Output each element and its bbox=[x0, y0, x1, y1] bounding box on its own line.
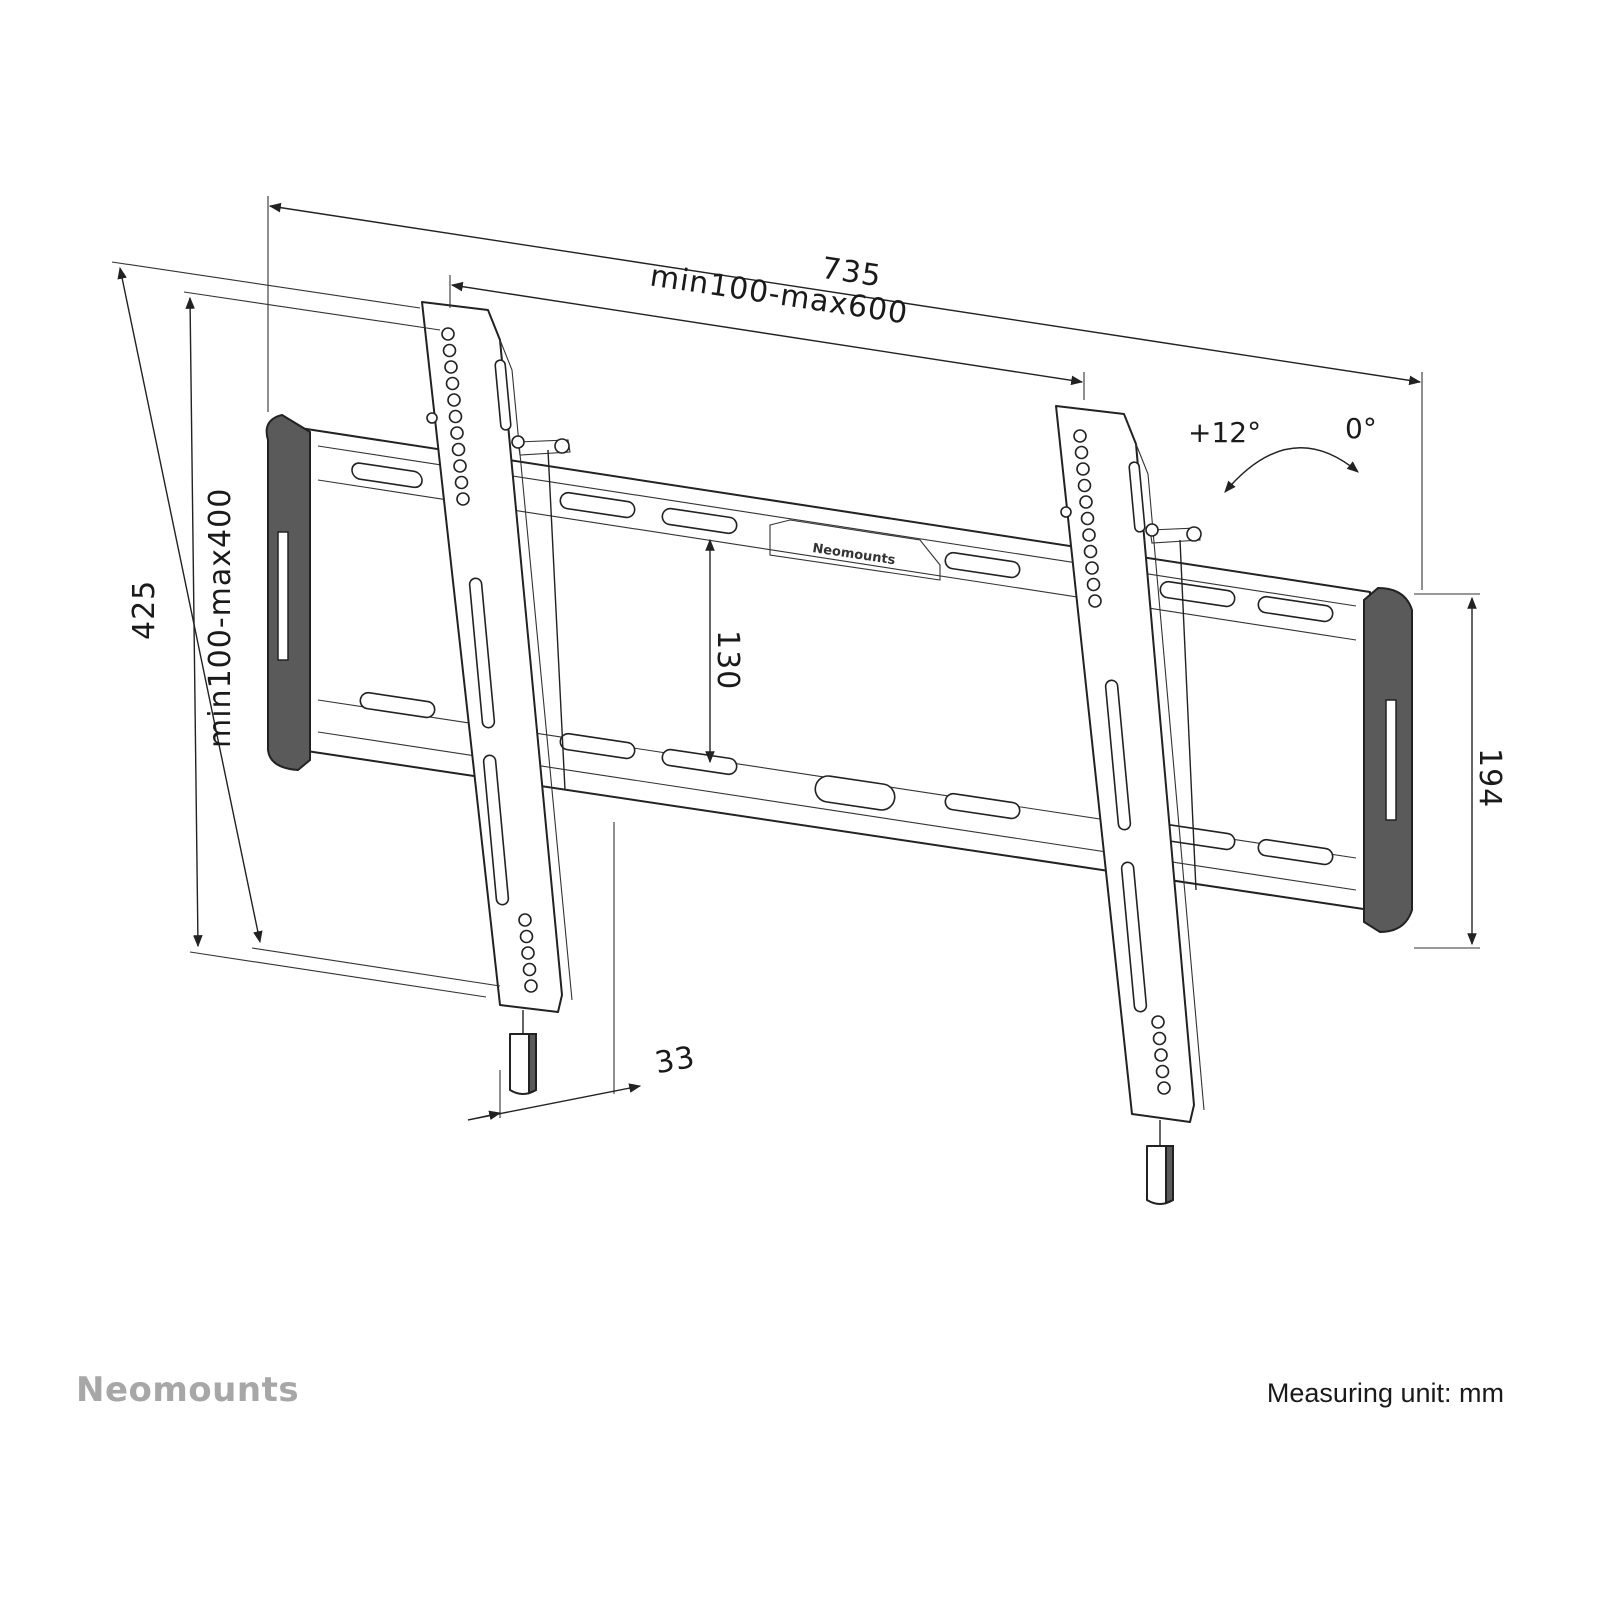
right-tv-bracket-arm bbox=[1055, 405, 1205, 1205]
plate-height-label: 194 bbox=[1472, 748, 1507, 808]
brand-logo: Neomounts bbox=[76, 1370, 300, 1410]
mounting-hole bbox=[442, 343, 457, 358]
mounting-hole bbox=[524, 979, 538, 993]
mounting-hole bbox=[1154, 1048, 1168, 1062]
right-end-cap bbox=[1363, 586, 1413, 934]
left-safety-pin bbox=[509, 1010, 537, 1095]
mounting-hole bbox=[453, 459, 467, 473]
mounting-hole bbox=[1155, 1064, 1170, 1079]
dimension-vesa-horizontal: min100-max600 bbox=[449, 258, 1085, 400]
mounting-hole bbox=[1079, 495, 1093, 509]
mounting-hole bbox=[1157, 1081, 1171, 1095]
wall-plate: Neomounts bbox=[265, 413, 1413, 934]
mounting-hole bbox=[1086, 577, 1101, 592]
dimension-hole-spacing: 130 bbox=[705, 538, 745, 764]
right-safety-pin bbox=[1146, 1120, 1174, 1205]
mounting-hole bbox=[1073, 429, 1087, 443]
hole-spacing-label: 130 bbox=[710, 630, 745, 690]
mounting-hole bbox=[1088, 594, 1102, 608]
mounting-hole bbox=[519, 929, 534, 944]
mounting-hole bbox=[522, 962, 537, 977]
tilt-indicator: +12° 0° bbox=[1188, 412, 1377, 493]
dimension-vesa-vertical: min100-max400 bbox=[183, 291, 487, 998]
tilt-min-label: 0° bbox=[1345, 412, 1377, 445]
mounting-hole bbox=[444, 360, 458, 374]
mounting-hole bbox=[1077, 478, 1092, 493]
mounting-hole bbox=[451, 442, 466, 457]
mounting-hole bbox=[448, 409, 463, 424]
mounting-hole bbox=[450, 426, 464, 440]
mounting-hole bbox=[521, 946, 535, 960]
mounting-hole bbox=[456, 492, 470, 506]
left-end-cap bbox=[265, 413, 311, 772]
mounting-hole bbox=[441, 327, 455, 341]
mounting-hole bbox=[447, 393, 461, 407]
mounting-hole bbox=[1074, 445, 1089, 460]
upper-mounting-slots bbox=[351, 462, 1334, 623]
mounting-hole bbox=[454, 475, 469, 490]
mounting-hole bbox=[1151, 1015, 1165, 1029]
dimension-depth: 33 bbox=[467, 822, 698, 1121]
dimension-plate-height: 194 bbox=[1414, 593, 1507, 949]
vesa-vertical-label: min100-max400 bbox=[203, 488, 238, 748]
right-arm-holes bbox=[1073, 429, 1171, 1095]
mounting-hole bbox=[445, 376, 460, 391]
mounting-hole bbox=[1082, 528, 1096, 542]
measuring-unit-note: Measuring unit: mm bbox=[1266, 1378, 1504, 1408]
tilt-max-label: +12° bbox=[1188, 416, 1261, 449]
mounting-hole bbox=[518, 913, 532, 927]
overall-height-label: 425 bbox=[127, 580, 162, 640]
mounting-hole bbox=[1080, 511, 1095, 526]
mounting-hole bbox=[1076, 462, 1090, 476]
mounting-hole bbox=[1152, 1031, 1167, 1046]
mounting-hole bbox=[1083, 544, 1098, 559]
depth-label: 33 bbox=[652, 1040, 698, 1081]
mounting-hole bbox=[1085, 561, 1099, 575]
